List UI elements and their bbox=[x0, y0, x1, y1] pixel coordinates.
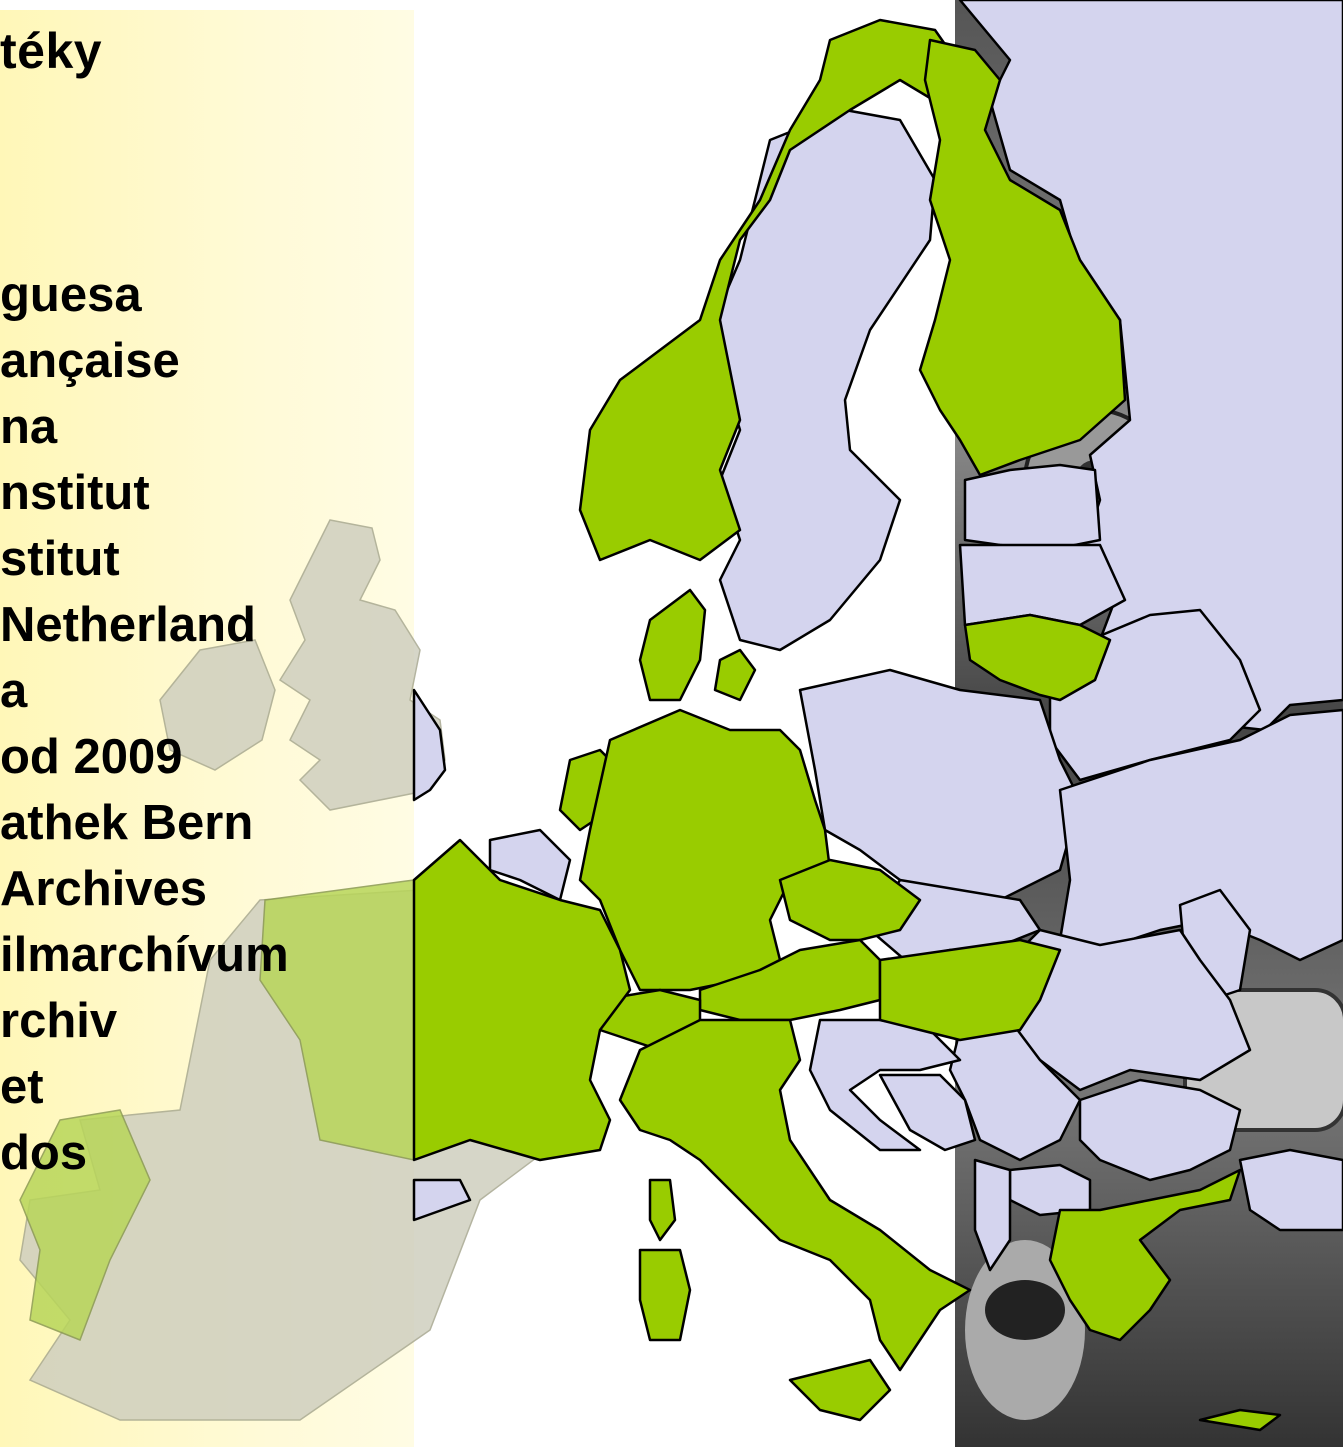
country-macedonia bbox=[1008, 1163, 1092, 1217]
list-item: a bbox=[0, 664, 28, 718]
ghost-portugal bbox=[19, 1109, 151, 1341]
country-italy bbox=[618, 1018, 972, 1372]
list-item: Archives bbox=[0, 862, 208, 916]
list-item: ilmarchívum bbox=[0, 928, 289, 982]
country-bosnia bbox=[878, 1073, 977, 1152]
country-estonia bbox=[963, 463, 1102, 552]
ghost-ireland bbox=[159, 639, 276, 771]
country-corsica bbox=[648, 1178, 677, 1242]
country-albania bbox=[973, 1158, 1012, 1272]
list-item: et bbox=[0, 1060, 44, 1114]
list-item: rchiv bbox=[0, 994, 118, 1048]
list-item: guesa bbox=[0, 268, 142, 322]
list-item: Netherland bbox=[0, 598, 256, 652]
country-czech bbox=[778, 858, 922, 942]
country-lithuania bbox=[963, 613, 1112, 702]
list-item: stitut bbox=[0, 532, 120, 586]
country-latvia bbox=[958, 543, 1127, 627]
country-sweden bbox=[708, 108, 937, 652]
page-title: téky bbox=[0, 23, 103, 79]
country-uk-fragment bbox=[412, 688, 447, 802]
country-serbia bbox=[948, 1018, 1082, 1162]
list-item: na bbox=[0, 400, 58, 454]
country-finland bbox=[918, 38, 1127, 477]
country-france bbox=[412, 838, 632, 1162]
country-bulgaria bbox=[1078, 1078, 1242, 1182]
country-crete bbox=[1198, 1408, 1282, 1432]
country-poland bbox=[798, 668, 1082, 902]
country-zealand bbox=[713, 648, 757, 702]
country-denmark bbox=[638, 588, 707, 702]
country-sardinia bbox=[638, 1248, 692, 1342]
list-item: ançaise bbox=[0, 334, 180, 388]
country-hungary bbox=[878, 938, 1062, 1042]
country-greece bbox=[1048, 1168, 1242, 1342]
list-item: dos bbox=[0, 1126, 88, 1180]
list-item: athek Bern bbox=[0, 796, 254, 850]
archive-list: guesa ançaise na nstitut stitut Netherla… bbox=[0, 262, 289, 1186]
list-item: nstitut bbox=[0, 466, 150, 520]
country-germany bbox=[578, 708, 832, 992]
list-item: od 2009 bbox=[0, 730, 183, 784]
country-sicily bbox=[788, 1358, 892, 1422]
ghost-great-britain bbox=[278, 519, 446, 811]
country-spain-east bbox=[412, 1178, 472, 1222]
country-turkey-europe bbox=[1238, 1148, 1343, 1232]
